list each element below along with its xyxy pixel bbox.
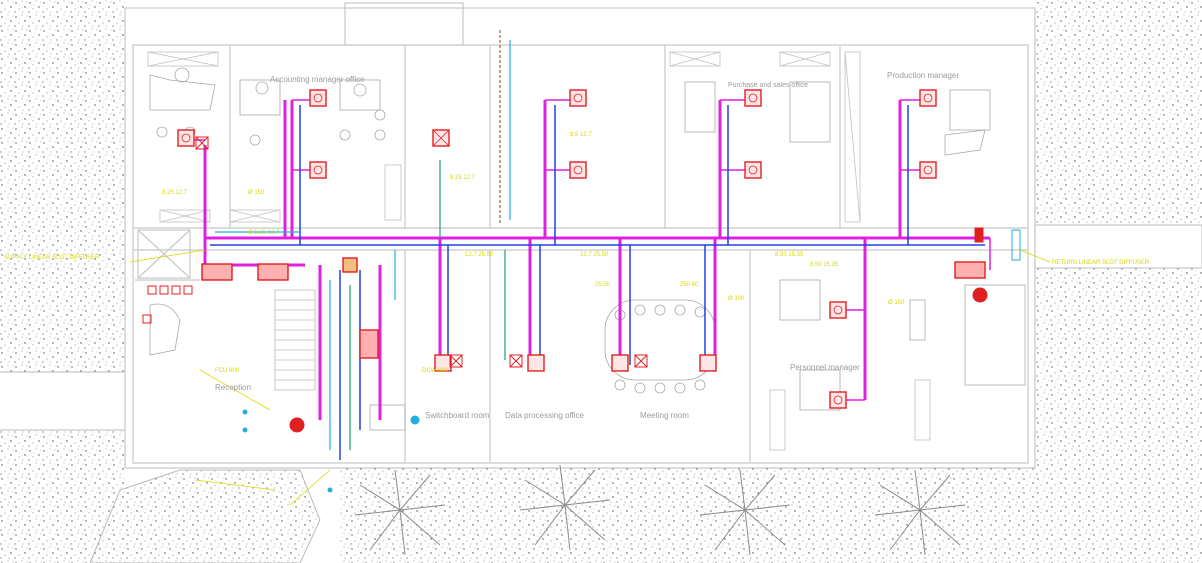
duct-size-label: 8.50 15.35 xyxy=(775,252,804,258)
duct-size-label: 8.25 12.7 xyxy=(162,190,188,196)
duct-size-label: 25.50 xyxy=(595,282,611,288)
note-dcw: DCW 600 xyxy=(422,368,449,374)
return-grilles xyxy=(142,136,648,368)
duct-size-label: 250 80 xyxy=(680,282,699,288)
duct-size-label: 8.25 12.7 xyxy=(450,175,476,181)
duct-size-label: 12.7 25.50 xyxy=(580,252,609,258)
leader-lines xyxy=(129,249,1051,506)
room-label-production: Production manager xyxy=(887,71,960,80)
room-label-accounting: Accounting manager office xyxy=(270,75,365,84)
chilled-water-pipes xyxy=(215,40,511,450)
room-label-sales: Purchase and sales office xyxy=(728,82,809,89)
duct-size-label: 8.5 12.7 xyxy=(570,132,592,138)
diffuser-marks xyxy=(181,93,933,405)
walls xyxy=(0,2,1202,469)
room-label-meeting: Meeting room xyxy=(640,411,689,420)
duct-size-label: Ø 5.25 12.7 xyxy=(248,230,280,236)
staircase xyxy=(274,289,316,391)
duct-size-label: Ø 150 xyxy=(248,190,265,196)
note-fcu: FCU 600 xyxy=(215,368,240,374)
drain-pipes xyxy=(349,160,506,450)
furniture xyxy=(149,67,991,431)
duct-size-label: 8.50 15.35 xyxy=(810,262,839,268)
duct-size-label: Ø 150 xyxy=(888,300,905,306)
duct-size-label: Ø 100 xyxy=(728,296,745,302)
supply-ductwork xyxy=(203,100,990,420)
fan-coil-units xyxy=(201,261,986,359)
valves xyxy=(289,227,988,433)
windows xyxy=(147,51,931,451)
duct-size-label: 12.7 25.50 xyxy=(465,252,494,258)
room-label-data-processing: Data processing office xyxy=(505,411,585,420)
room-label-switchboard: Switchboard room xyxy=(425,411,490,420)
supply-diffusers xyxy=(177,89,937,409)
palm-trees xyxy=(354,464,966,556)
note-return-diffuser: RETURN LINEAR SLOT DIFFUSER xyxy=(1052,260,1150,266)
room-label-reception: Reception xyxy=(215,383,252,392)
room-label-personnel: Personnel manager xyxy=(790,363,860,372)
cyan-fittings xyxy=(242,229,1021,493)
note-supply-diffuser: SUPPLY LINEAR SLOT DIFFUSER xyxy=(4,255,100,261)
